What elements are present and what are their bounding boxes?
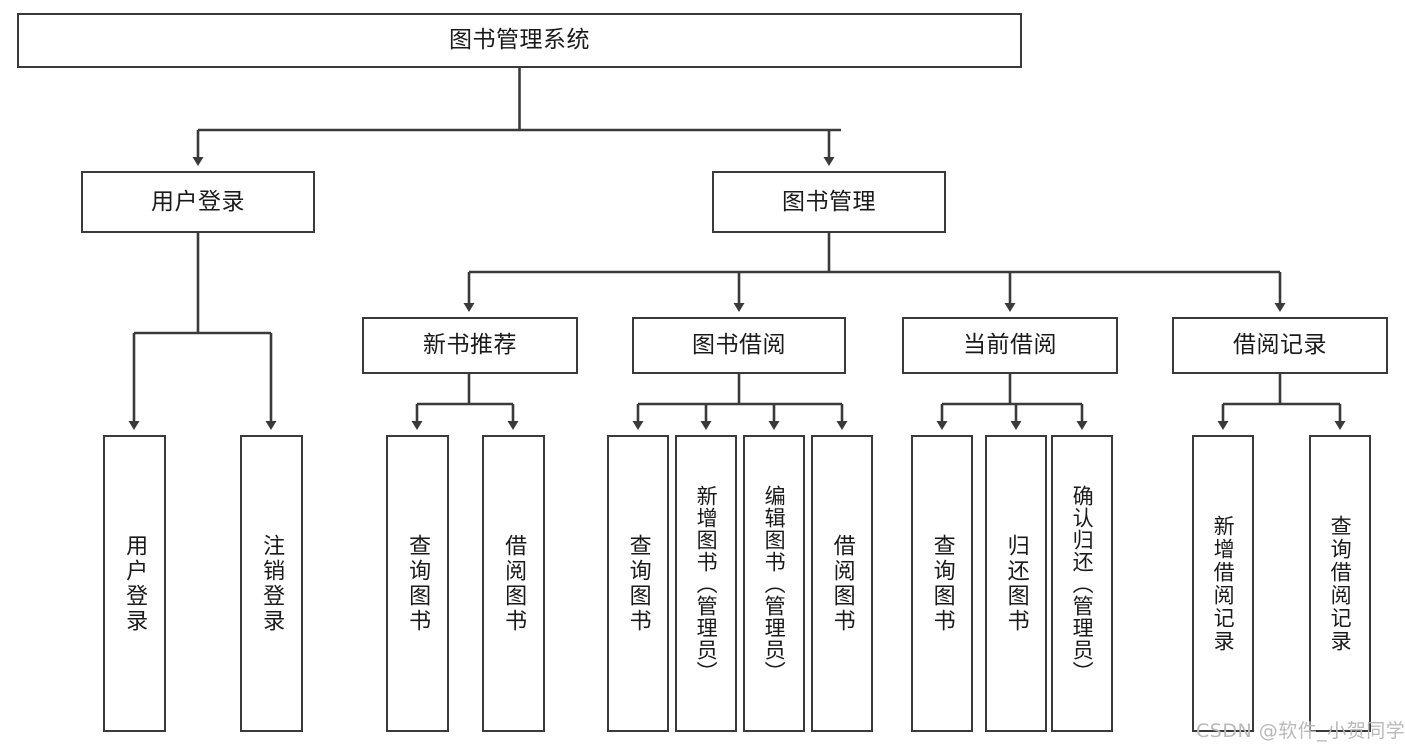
node-current-borrow[interactable]: 当前借阅 bbox=[902, 317, 1118, 374]
csdn-watermark-text: CSDN @软件_小贺同学 bbox=[1196, 720, 1405, 742]
leaf-return-book-label: 归还图书 bbox=[1003, 533, 1029, 634]
leaf-current-query-book-label: 查询图书 bbox=[929, 533, 955, 634]
leaf-edit-book-admin[interactable]: 编辑图书（管理员） bbox=[743, 435, 805, 732]
node-root-label: 图书管理系统 bbox=[449, 27, 590, 54]
leaf-add-book-admin[interactable]: 新增图书（管理员） bbox=[675, 435, 737, 732]
node-book-borrow[interactable]: 图书借阅 bbox=[632, 317, 846, 374]
leaf-recommend-query-book[interactable]: 查询图书 bbox=[386, 435, 449, 732]
node-borrow-record[interactable]: 借阅记录 bbox=[1172, 317, 1388, 374]
leaf-recommend-borrow-book[interactable]: 借阅图书 bbox=[482, 435, 545, 732]
node-borrow-record-label: 借阅记录 bbox=[1233, 332, 1327, 359]
leaf-user-logout-label: 注销登录 bbox=[259, 533, 285, 634]
leaf-query-borrow-record[interactable]: 查询借阅记录 bbox=[1309, 435, 1371, 732]
leaf-current-query-book[interactable]: 查询图书 bbox=[911, 435, 973, 732]
node-new-book-recommend-label: 新书推荐 bbox=[423, 332, 517, 359]
leaf-confirm-return-admin[interactable]: 确认归还（管理员） bbox=[1051, 435, 1113, 732]
leaf-user-login[interactable]: 用户登录 bbox=[103, 435, 166, 732]
node-user-login[interactable]: 用户登录 bbox=[81, 171, 315, 233]
csdn-watermark: CSDN @软件_小贺同学 bbox=[1196, 716, 1405, 743]
leaf-recommend-borrow-book-label: 借阅图书 bbox=[501, 533, 527, 634]
leaf-query-borrow-record-label: 查询借阅记录 bbox=[1328, 514, 1353, 653]
node-user-login-label: 用户登录 bbox=[151, 188, 245, 215]
leaf-borrow-book-label: 借阅图书 bbox=[829, 533, 855, 634]
leaf-edit-book-admin-label: 编辑图书（管理员） bbox=[762, 484, 787, 683]
node-book-management[interactable]: 图书管理 bbox=[712, 171, 946, 233]
leaf-borrow-book[interactable]: 借阅图书 bbox=[811, 435, 873, 732]
node-current-borrow-label: 当前借阅 bbox=[963, 332, 1057, 359]
leaf-user-login-label: 用户登录 bbox=[122, 533, 148, 634]
leaf-recommend-query-book-label: 查询图书 bbox=[405, 533, 431, 634]
leaf-add-borrow-record[interactable]: 新增借阅记录 bbox=[1192, 435, 1254, 732]
leaf-add-book-admin-label: 新增图书（管理员） bbox=[694, 484, 719, 683]
leaf-confirm-return-admin-label: 确认归还（管理员） bbox=[1070, 484, 1095, 683]
leaf-add-borrow-record-label: 新增借阅记录 bbox=[1211, 514, 1236, 653]
node-new-book-recommend[interactable]: 新书推荐 bbox=[362, 317, 578, 374]
node-root[interactable]: 图书管理系统 bbox=[17, 13, 1022, 68]
leaf-return-book[interactable]: 归还图书 bbox=[985, 435, 1047, 732]
node-book-management-label: 图书管理 bbox=[782, 188, 876, 215]
node-book-borrow-label: 图书借阅 bbox=[692, 332, 786, 359]
leaf-borrow-query-book-label: 查询图书 bbox=[625, 533, 651, 634]
leaf-user-logout[interactable]: 注销登录 bbox=[240, 435, 303, 732]
leaf-borrow-query-book[interactable]: 查询图书 bbox=[607, 435, 669, 732]
